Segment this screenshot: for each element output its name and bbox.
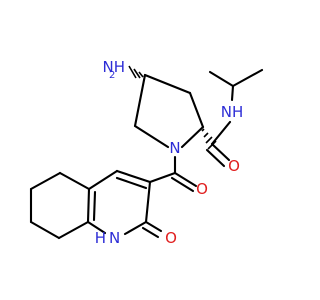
bond-amideC-O-b <box>205 148 226 168</box>
bond-c4a-c5 <box>58 171 91 191</box>
cyclohexane-ring <box>29 171 91 240</box>
bond-c2q-O-b <box>141 226 160 239</box>
bond-c3q-c4q-b <box>115 176 148 190</box>
bond-c2q-O-a <box>144 220 163 233</box>
amide-o-label: O <box>228 157 240 175</box>
stereo-hash-amine <box>128 65 147 79</box>
bond-amideC-O-a <box>210 142 231 162</box>
bond-c4-c3 <box>143 73 192 95</box>
amide-nh-label: NH <box>221 103 244 121</box>
bond-carbonylC-O-b <box>170 176 195 193</box>
amide-chain <box>205 68 264 168</box>
bond-c2-n1 <box>180 125 205 149</box>
lactam-n-label: N <box>109 229 120 247</box>
bond-n1q-c2q <box>123 220 148 236</box>
acyl-link <box>148 155 198 193</box>
bond-c4a-c8a-a <box>86 187 91 224</box>
lactam-o-label: O <box>165 229 177 247</box>
ring-n-label: N <box>169 139 180 157</box>
amine-n-label: NH <box>102 58 125 76</box>
lactam-h-label: H <box>95 229 106 247</box>
label-amine: NH 2 <box>102 58 125 81</box>
bond-c8a-n1q <box>86 220 107 235</box>
bond-n1-c5 <box>133 124 170 149</box>
bond-c5-c6 <box>29 171 62 191</box>
molecule-structure: NH 2 N NH O O H N O <box>29 58 264 247</box>
bond-carbonylC-c3q <box>148 171 177 184</box>
bond-ch-me1 <box>208 70 235 88</box>
bond-nh-ch <box>230 84 235 102</box>
bond-ch-me2 <box>231 68 264 88</box>
bond-c2q-c3q <box>144 180 152 224</box>
bond-c3q-c4q-a <box>115 169 152 184</box>
quinolinone-ring <box>86 169 163 239</box>
bond-c4a-c8a-b <box>92 190 97 222</box>
bond-c5-c4 <box>133 73 147 128</box>
bond-c8-c8a <box>57 220 90 240</box>
bond-c4q-c4a <box>87 169 119 191</box>
pyrrolidine-ring <box>133 73 205 149</box>
amine-h-count: 2 <box>109 70 115 81</box>
bond-carbonylC-O-a <box>173 171 198 188</box>
carbonyl-o-label: O <box>196 180 208 198</box>
label-lactam-nh: H N <box>95 229 121 247</box>
bond-c3-c2 <box>188 91 205 129</box>
bond-c7-c8 <box>29 220 61 240</box>
bond-amideC-nh <box>210 120 232 146</box>
